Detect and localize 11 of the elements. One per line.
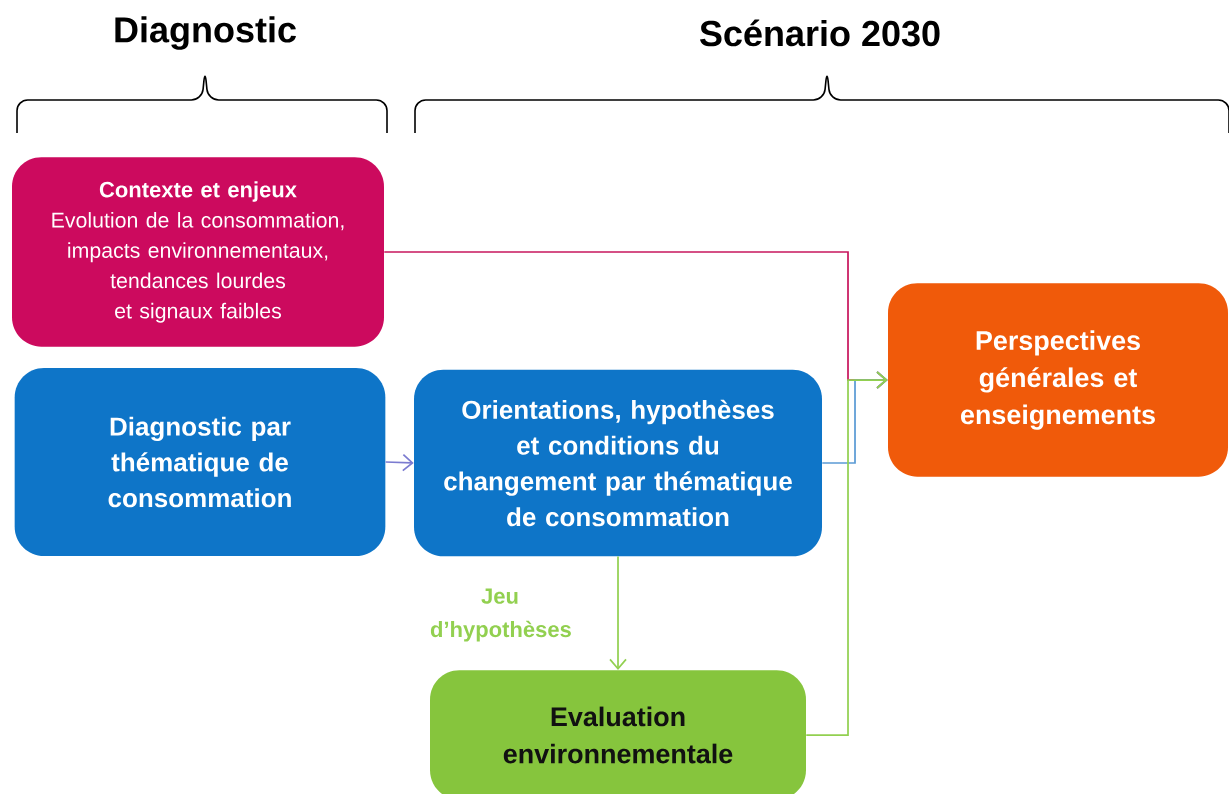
evaluation-box: Evaluation environnementale: [430, 670, 806, 794]
section-title: Diagnostic: [115, 16, 296, 50]
result-box: Perspectives générales et enseignements: [888, 283, 1228, 477]
arrow: [609, 555, 627, 671]
edge-label: Jeu d’hypothèses: [430, 588, 571, 642]
process-box: Diagnostic par thématique de consommation: [14, 368, 386, 556]
arrow: [805, 371, 888, 736]
context-box: Contexte et enjeux Evolution de la consommation, impacts environnementaux, tendances lourdes et signaux faibles: [12, 157, 384, 347]
arrow: [384, 453, 414, 472]
process-box: Orientations, hypothèses et conditions du changement par thématique de consommation: [414, 369, 822, 557]
section-title: Scénario 2030: [699, 19, 940, 47]
